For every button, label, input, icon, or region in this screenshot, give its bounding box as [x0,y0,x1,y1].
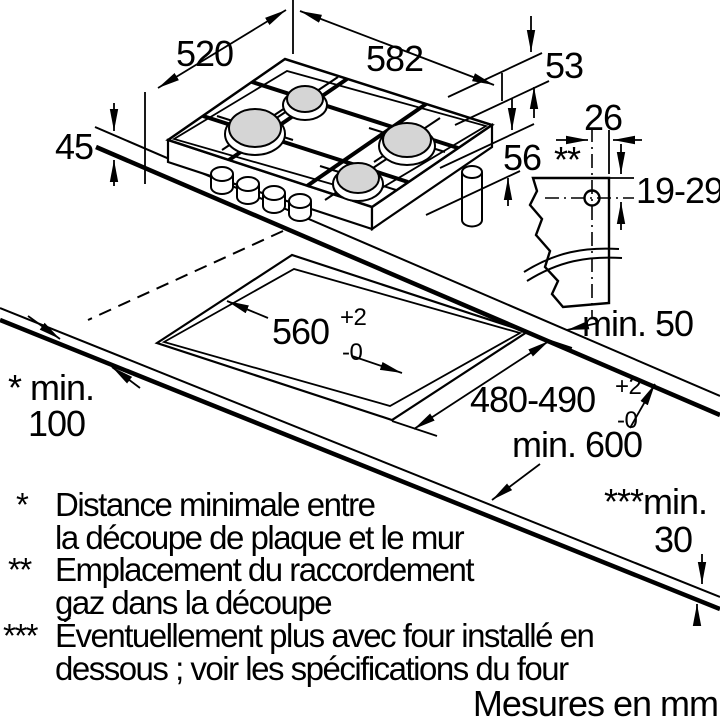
footnote-3-marker: *** [3,617,39,654]
detail-outline [528,176,611,309]
gas-connection-stub [461,165,483,228]
dim-hob-height: 45 [55,126,93,167]
dim-min-side-label: * min. [8,367,94,408]
footnote-2-marker: ** [8,551,32,588]
dim-cutout-depth: 480-490 +2 -0 [470,373,646,434]
dim-worktop-depth: min. 600 [512,424,642,465]
units-note: Mesures en mm [473,683,718,720]
burner-left [224,108,286,156]
hob-drawing [165,57,495,232]
footnote-2-line1: Emplacement du raccordement [55,551,474,588]
hob-inner-rim [171,70,489,196]
gas-connection-detail [523,128,634,318]
dim-min-side-value: 100 [28,403,85,444]
footnote-3-line1: Éventuellement plus avec four installé e… [55,617,593,654]
dim-min-bottom-value: 30 [654,519,692,560]
footnote-1-line2: la découpe de plaque et le mur [55,519,465,556]
footnote-2-line2: gaz dans la découpe [55,584,331,621]
burner-right [378,122,436,166]
cutout-outline [154,253,530,422]
dim-rim-edge: 53 [545,45,583,86]
projection-dashed-line [87,230,284,321]
gas-marker-stars: ** [554,139,581,180]
footnote-1-line1: Distance minimale entre [55,486,375,523]
burner-front [332,162,384,202]
dim-min-bottom-label: ***min. [604,481,707,522]
dim-cutout-width: 560 +2 -0 [272,304,371,366]
footnote-3-line2: dessous ; voir les spécifications du fou… [55,650,569,687]
dim-lower-depth: 56 [503,137,541,178]
dim-gas-offset: 26 [584,97,622,138]
dim-gas-depth: 19-29 [636,170,720,211]
dimension-lines [27,0,707,626]
footnote-1-marker: * [16,486,29,523]
footnotes: * Distance minimale entre la découpe de … [3,486,719,720]
dim-min-rear: min. 50 [582,303,693,344]
dim-hob-width: 520 [176,33,233,74]
control-knobs [210,166,312,222]
dim-hob-depth: 582 [366,38,423,79]
burner-rear [282,85,328,121]
